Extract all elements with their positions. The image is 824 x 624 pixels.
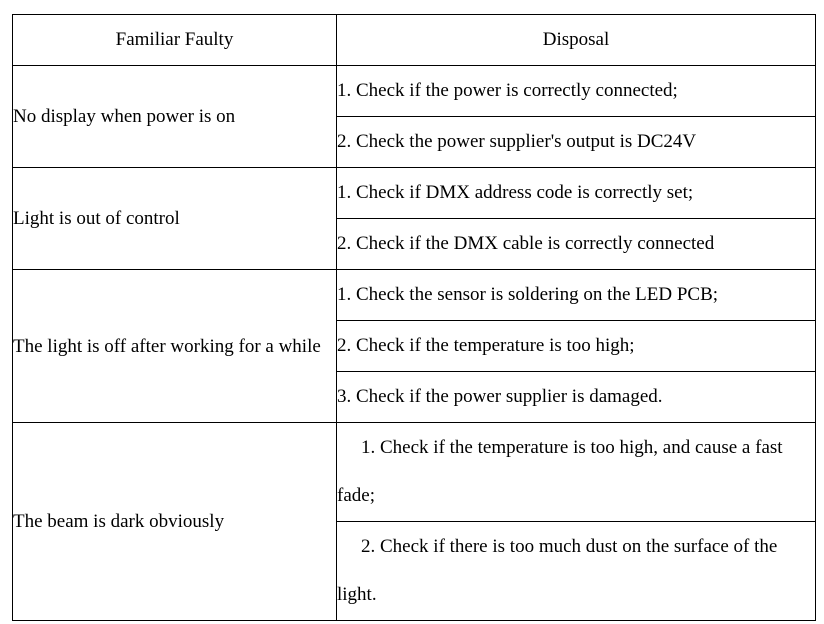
disposal-cell: 2. Check the power supplier's output is … [336, 116, 816, 168]
header-disposal: Disposal [336, 14, 816, 66]
disposal-cell: 1. Check if the power is correctly conne… [336, 65, 816, 117]
fault-cell: Light is out of control [12, 167, 337, 270]
table-row: 2. Check if the DMX cable is correctly c… [13, 218, 816, 270]
disposal-cell: 2. Check if the DMX cable is correctly c… [336, 218, 816, 270]
disposal-text: 1. Check if the temperature is too high,… [337, 437, 783, 506]
table-row: 2. Check the power supplier's output is … [13, 116, 816, 168]
table-row: The light is off after working for a whi… [12, 269, 816, 423]
table-header-row: Familiar Faulty Disposal [12, 14, 816, 66]
header-familiar-faulty: Familiar Faulty [12, 14, 337, 66]
disposal-cell: 1. Check if the temperature is too high,… [336, 422, 816, 522]
disposal-text: 2. Check if there is too much dust on th… [337, 536, 778, 605]
disposal-cell: 1. Check the sensor is soldering on the … [336, 269, 816, 321]
disposal-cell: 2. Check if the temperature is too high; [336, 320, 816, 372]
table-row: 2. Check if there is too much dust on th… [13, 521, 816, 621]
disposal-cell: 2. Check if there is too much dust on th… [336, 521, 816, 621]
disposal-cell: 3. Check if the power supplier is damage… [336, 371, 816, 423]
disposal-cell: 1. Check if DMX address code is correctl… [336, 167, 816, 219]
fault-cell: No display when power is on [12, 65, 337, 168]
fault-cell: The beam is dark obviously [12, 422, 337, 621]
table-row: 3. Check if the power supplier is damage… [13, 371, 816, 423]
table-row: Light is out of control 1. Check if DMX … [12, 167, 816, 270]
fault-cell: The light is off after working for a whi… [12, 269, 337, 423]
table-row: The beam is dark obviously 1. Check if t… [12, 422, 816, 621]
troubleshooting-table: Familiar Faulty Disposal No display when… [12, 14, 816, 621]
table-row: No display when power is on 1. Check if … [12, 65, 816, 168]
